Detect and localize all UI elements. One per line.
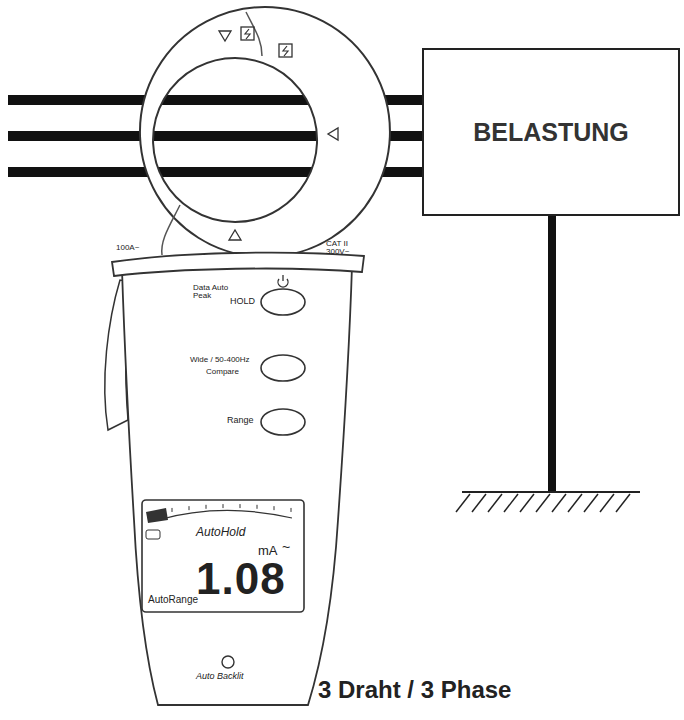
button-label: Wide / 50-400Hz (190, 356, 250, 364)
warning-symbol (245, 29, 250, 39)
load-box: BELASTUNG (422, 48, 680, 216)
bargraph-scale (158, 510, 292, 520)
power-symbol (282, 275, 283, 281)
warning-symbol (241, 27, 254, 40)
category-label: CAT II 300V~ (326, 240, 362, 257)
range-button (261, 409, 305, 435)
ground-wire (548, 216, 556, 492)
meter-body (122, 266, 352, 705)
ground-hatch (456, 494, 630, 512)
bargraph-segment (146, 508, 168, 523)
ac-indicator: ~ (282, 540, 290, 555)
display-indicator: AutoHold (196, 526, 245, 539)
hold-button (261, 289, 305, 315)
scale-ticks (172, 504, 291, 512)
warning-symbol (283, 46, 288, 56)
status-icon (146, 530, 160, 539)
rating-label: 100A~ (116, 244, 139, 252)
button-label: Range (227, 416, 254, 425)
mode-button (261, 355, 305, 381)
triangle-mark (229, 230, 241, 240)
node-label: BELASTUNG (463, 112, 639, 153)
caption: 3 Draht / 3 Phase (318, 676, 511, 704)
backlight-button (222, 656, 234, 668)
button-label: Data Auto Peak (193, 284, 229, 301)
triangle-mark (328, 128, 338, 140)
button-label: HOLD (230, 297, 255, 306)
clamp-jaw (140, 7, 390, 257)
display-indicator: AutoRange (148, 595, 198, 606)
lcd-display (142, 500, 304, 612)
ground-line (462, 491, 640, 493)
button-label: Auto Backlit (196, 672, 244, 681)
jaw-split (162, 205, 180, 255)
warning-symbol (279, 44, 292, 57)
button-label: Compare (206, 368, 239, 376)
display-reading: 1.08 (196, 556, 286, 602)
triangle-mark (219, 31, 231, 41)
